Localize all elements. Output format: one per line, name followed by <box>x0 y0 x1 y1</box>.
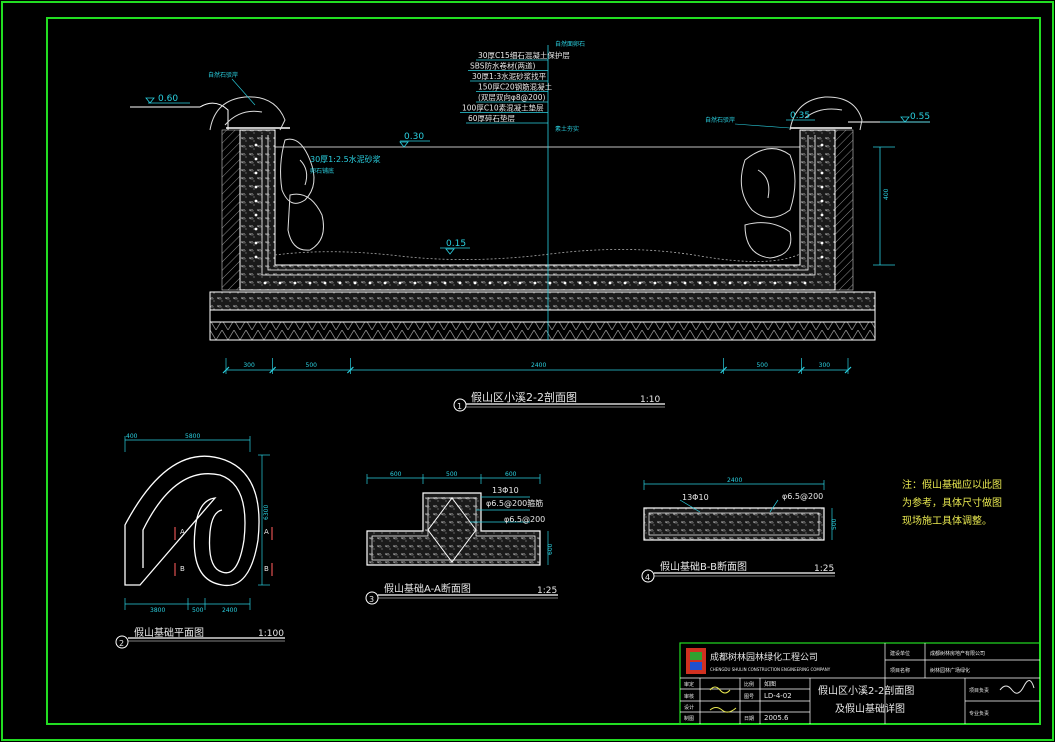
spec-label: 项目负责 <box>969 687 989 694</box>
layer-label-3: 150厚C20钢筋混凝土 <box>478 82 553 92</box>
drawing-no: LD-4-02 <box>764 692 792 700</box>
aa-side-dim: 600 <box>547 543 554 555</box>
project-label: 建设单位 <box>890 650 910 657</box>
bb-scale: 1:25 <box>814 564 834 574</box>
date-label: 日期 <box>744 716 754 722</box>
signature-marks <box>709 686 737 713</box>
scale-value: 如图 <box>764 680 776 688</box>
right-label: 自然石驳岸 <box>705 116 735 124</box>
bb-number: 4 <box>645 573 650 582</box>
plan-scale: 1:100 <box>258 629 284 639</box>
aa-dim-2: 600 <box>505 471 517 478</box>
drawing-title-1: 假山区小溪2-2剖面图 <box>818 684 914 697</box>
bb-top-dim: 2400 <box>727 477 742 484</box>
aa-number: 3 <box>369 595 374 604</box>
layer-label-1: SBS防水卷材(两道) <box>470 61 535 71</box>
check-label: 审核 <box>684 693 694 700</box>
plan-dim-b1: 500 <box>192 607 204 614</box>
bb-side-dim: 500 <box>831 518 838 530</box>
plan-dim-top: 5800 <box>185 433 200 440</box>
pro-label: 专业负责 <box>969 710 989 717</box>
design-label: 设计 <box>684 704 694 711</box>
date-value: 2005.6 <box>764 714 789 722</box>
signature-approve <box>999 680 1035 694</box>
aa-scale: 1:25 <box>537 586 557 596</box>
inner-frame <box>46 17 1041 725</box>
company-cn: 成都树林园林绿化工程公司 <box>710 651 818 663</box>
draw-label: 制图 <box>684 715 694 722</box>
inner-label-1: 30厚1:2.5水泥砂浆 <box>310 154 381 164</box>
section22-dim-3: 500 <box>756 362 768 369</box>
bb-title: 假山基础B-B断面图 <box>660 560 747 573</box>
note-line-2: 现场施工具体调整。 <box>902 514 992 527</box>
drawing-title-2: 及假山基础详图 <box>835 702 905 715</box>
section22-scale: 1:10 <box>640 395 660 405</box>
plan-title: 假山基础平面图 <box>134 626 204 639</box>
note-block: 注：假山基础应以此图 为参考，具体尺寸做图 现场施工具体调整。 <box>902 478 1002 527</box>
plan-dim-top-left: 400 <box>126 433 138 440</box>
aa-dim-0: 600 <box>390 471 402 478</box>
plan-dim-b0: 3800 <box>150 607 165 614</box>
scale-label: 比例 <box>744 681 754 688</box>
note-line-0: 注：假山基础应以此图 <box>902 478 1002 491</box>
foundation-plan: 5800 400 6300 3800 500 2400 A A B B 2 假山… <box>115 433 285 649</box>
section22-dim-2: 2400 <box>531 362 546 369</box>
drawing-no-label: 图号 <box>744 694 754 700</box>
layer-label-4: (双层双向φ8@200) <box>478 92 545 102</box>
title-block-text: 成都树林园林绿化工程公司 CHENGDU SHULIN CONSTRUCTION… <box>684 650 1035 722</box>
plan-number: 2 <box>119 639 124 648</box>
section22-number: 1 <box>457 402 462 411</box>
bb-label-1: φ6.5@200 <box>782 492 823 501</box>
section-2-2: 0.60 0.55 0.35 0.30 0.15 400 30厚1:2.5水泥砂… <box>130 45 930 412</box>
project-value: 成都树林房地产有限公司 <box>930 650 985 657</box>
plan-cut-b-right: B <box>264 565 269 573</box>
layer-label-5: 100厚C10素混凝土垫层 <box>462 103 544 113</box>
layer-end-label: 素土夯实 <box>555 125 579 133</box>
aa-label-0: 13Φ10 <box>492 486 519 495</box>
company-en: CHENGDU SHULIN CONSTRUCTION ENGINEERING … <box>710 667 831 672</box>
project-label-2: 项目名称 <box>890 667 910 674</box>
aa-label-1: φ6.5@200箍筋 <box>486 498 543 508</box>
level-left: 0.60 <box>158 94 178 104</box>
layer-label-0: 30厚C15细石混凝土保护层 <box>478 50 570 60</box>
approve-label: 审定 <box>684 681 694 688</box>
layer-label-2: 30厚1:3水泥砂浆找平 <box>472 71 547 81</box>
plan-dim-right: 6300 <box>263 505 270 520</box>
plan-cut-b-left: B <box>180 565 185 573</box>
level-right-inner: 0.35 <box>790 111 810 121</box>
aa-label-2: φ6.5@200 <box>504 515 545 524</box>
layer-label-6: 60厚碎石垫层 <box>468 113 516 123</box>
section-b-b: 2400 13Φ10 φ6.5@200 500 4 假山基础B-B断面图 1:2… <box>641 477 838 583</box>
height-dim: 400 <box>883 188 890 200</box>
section22-dim-0: 300 <box>243 362 255 369</box>
plan-cut-a-right: A <box>264 528 269 536</box>
left-label: 自然石驳岸 <box>208 71 238 79</box>
level-right: 0.55 <box>910 112 930 122</box>
section22-dim-4: 300 <box>819 362 831 369</box>
section-a-a: 600 500 600 13Φ10 φ6.5@200箍筋 φ6.5@200 60… <box>365 471 558 605</box>
inner-label-2: 卵石铺底 <box>310 167 334 175</box>
note-line-1: 为参考，具体尺寸做图 <box>902 496 1002 509</box>
section22-dim-1: 500 <box>306 362 318 369</box>
plan-dim-b2: 2400 <box>222 607 237 614</box>
plan-cut-a-left: A <box>180 528 185 536</box>
level-bottom: 0.15 <box>446 239 466 249</box>
aa-dim-1: 500 <box>446 471 458 478</box>
layer-top-label: 自然面卵石 <box>555 40 585 48</box>
level-water: 0.30 <box>404 132 424 142</box>
title-block <box>679 642 1041 725</box>
bb-label-0: 13Φ10 <box>682 493 709 502</box>
aa-title: 假山基础A-A断面图 <box>384 582 471 595</box>
section22-title: 假山区小溪2-2剖面图 <box>471 390 577 404</box>
project-value-2: 树林园林广场绿化 <box>930 667 970 674</box>
